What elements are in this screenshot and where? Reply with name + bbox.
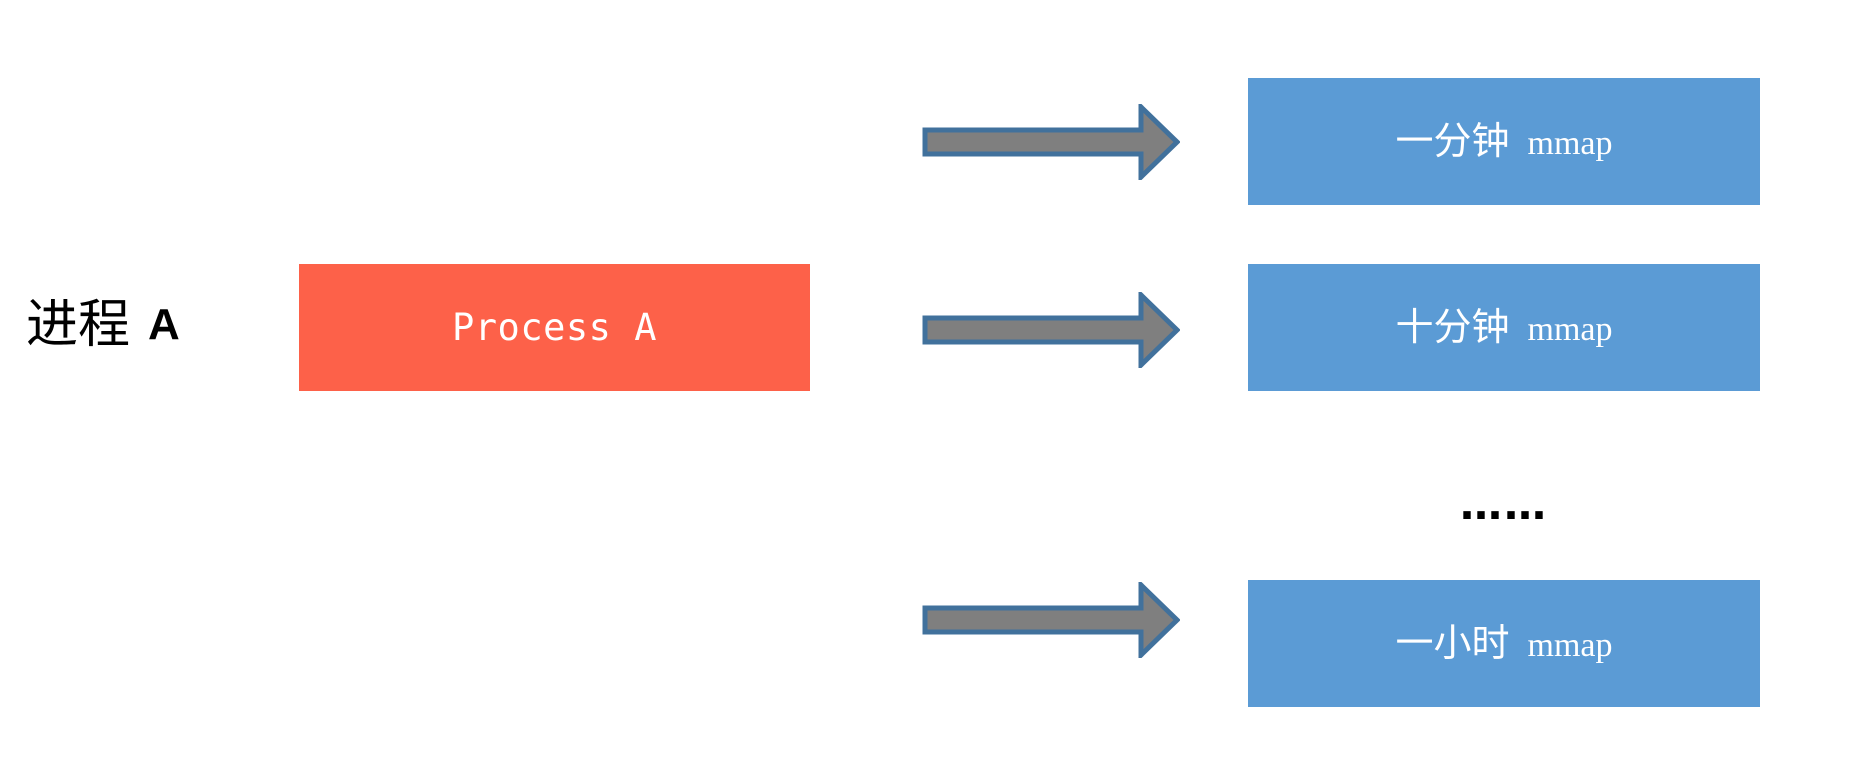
arrow-to-ten-minutes — [922, 292, 1180, 368]
process-label: 进程 A — [26, 289, 226, 361]
mmap-box-ten-minutes-mono: mmap — [1527, 311, 1613, 348]
process-label-cjk: 进程 — [26, 295, 131, 355]
mmap-box-ten-minutes: 十分钟 mmap — [1248, 264, 1760, 391]
mmap-box-one-minute-mono: mmap — [1527, 125, 1613, 162]
process-box-label: Process A — [452, 306, 657, 349]
mmap-box-one-hour-mono: mmap — [1527, 627, 1613, 664]
mmap-box-one-minute-cjk: 一分钟 — [1395, 119, 1510, 163]
mmap-box-ten-minutes-label: 十分钟 mmap — [1396, 308, 1613, 347]
mmap-box-ten-minutes-cjk: 十分钟 — [1395, 305, 1510, 349]
arrow-to-one-hour — [922, 582, 1180, 658]
mmap-box-one-hour-label: 一小时 mmap — [1396, 624, 1613, 663]
process-box: Process A — [299, 264, 810, 391]
mmap-box-one-hour-cjk: 一小时 — [1395, 621, 1510, 665]
arrow-to-one-minute — [922, 104, 1180, 180]
mmap-box-one-minute: 一分钟 mmap — [1248, 78, 1760, 205]
process-label-latin: A — [148, 300, 180, 349]
ellipsis-indicator: …… — [1460, 480, 1548, 529]
mmap-box-one-minute-label: 一分钟 mmap — [1396, 122, 1613, 161]
mmap-box-one-hour: 一小时 mmap — [1248, 580, 1760, 707]
